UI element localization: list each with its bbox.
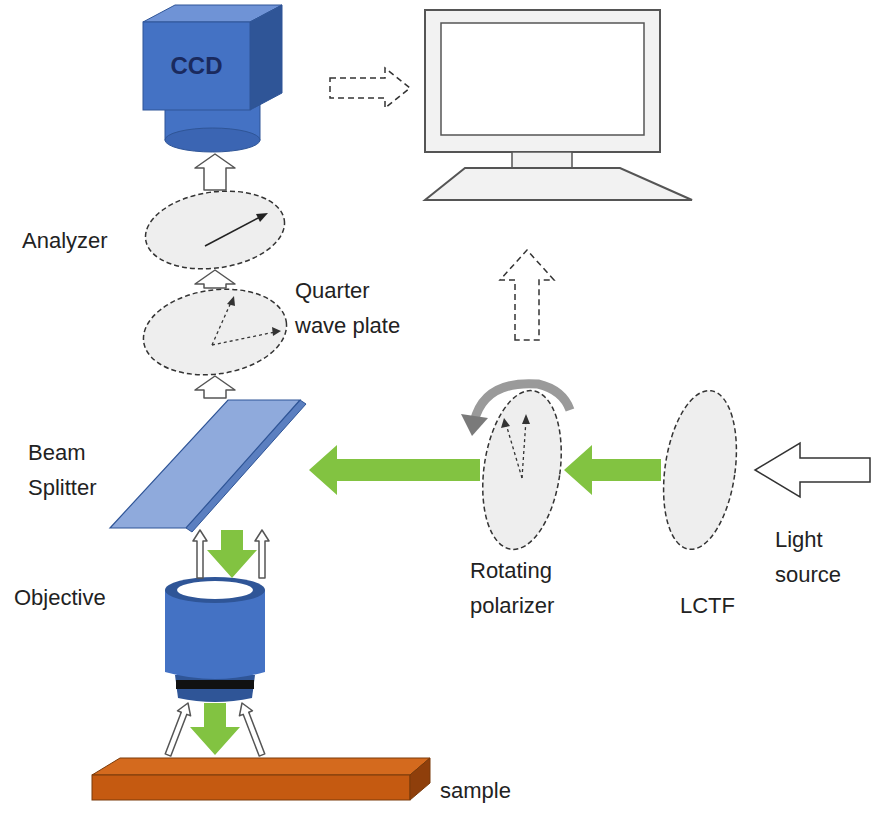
illumination-arrow: [207, 530, 257, 578]
polarizer-node: Rotating polarizer: [484, 390, 560, 550]
part-label: LCTF: [680, 588, 760, 623]
beam-splitter-plate: [110, 400, 306, 532]
part-label: CCD: [143, 51, 250, 81]
analyzer-node: Analyzer: [145, 192, 285, 268]
part-label: Rotating polarizer: [470, 553, 580, 623]
reflected-light-arrow: [195, 154, 235, 190]
reflected-light-arrow: [195, 376, 235, 398]
lctf-node: LCTF: [665, 390, 735, 550]
illumination-arrow: [309, 445, 480, 495]
part-label: Analyzer: [22, 223, 137, 258]
part-label: Beam Splitter: [28, 435, 128, 505]
part-label: Objective: [14, 580, 144, 615]
illumination-arrow: [190, 703, 240, 755]
data-arrow: [330, 68, 410, 108]
wave-plate: [138, 280, 292, 383]
reflected-light-arrow: [165, 703, 265, 756]
analyzer-plate: [140, 183, 289, 278]
sample-slab: [92, 758, 430, 800]
camera-box: CCD: [143, 22, 250, 152]
reflected-light-arrow: [193, 530, 269, 578]
data-arrow: [500, 250, 554, 340]
sample-node: sample: [92, 758, 430, 800]
light-source-label: Light source: [775, 522, 865, 592]
objective-node: Objective: [160, 578, 270, 700]
reflected-light-arrow: [195, 270, 235, 288]
light-beam-arrow: [755, 443, 870, 497]
lctf-filter: [654, 386, 746, 554]
part-label: sample: [440, 773, 530, 808]
beam-splitter-node: Beam Splitter: [110, 400, 305, 530]
part-label: Quarter wave plate: [295, 273, 415, 343]
ccd-camera: [143, 5, 282, 152]
computer-monitor: [425, 10, 692, 200]
illumination-arrow: [564, 445, 661, 495]
wave-plate-node: Quarter wave plate: [143, 290, 287, 374]
objective-lens: [165, 577, 265, 702]
